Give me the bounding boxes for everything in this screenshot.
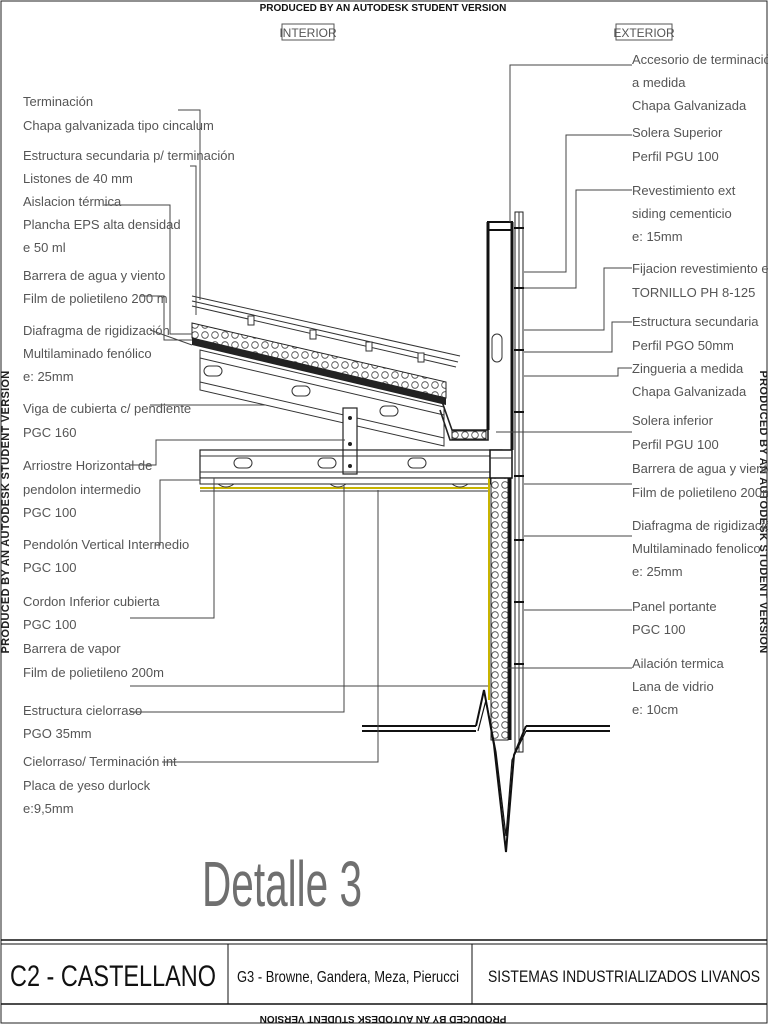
label-estructura-secundaria: Estructura secundaria p/ terminación Lis…	[23, 148, 238, 186]
label-panel-portante: Panel portante PGC 100	[632, 599, 720, 637]
stamp-right: PRODUCED BY AN AUTODESK STUDENT VERSION	[757, 370, 768, 653]
detail-title: Detalle 3	[202, 848, 362, 920]
label-zingueria: Zingueria a medida Chapa Galvanizada	[632, 361, 747, 399]
svg-text:EXTERIOR: EXTERIOR	[613, 26, 675, 40]
label-cordon-inferior: Cordon Inferior cubierta PGC 100	[23, 594, 163, 632]
label-barrera-vapor: Barrera de vapor Film de polietileno 200…	[23, 641, 164, 680]
label-accesorio-terminacion: Accesorio de terminación a medida Chapa …	[632, 52, 768, 113]
stamp-bottom: PRODUCED BY AN AUTODESK STUDENT VERSION	[260, 1013, 507, 1024]
label-diafragma-ext: Diafragma de rigidización Multilaminado …	[632, 518, 768, 579]
label-solera-superior: Solera Superior Perfil PGU 100	[632, 125, 726, 164]
label-aislacion-termica: Aislacion térmica Plancha EPS alta densi…	[23, 194, 184, 255]
right-labels: Accesorio de terminación a medida Chapa …	[632, 52, 768, 717]
title-block-subject: SISTEMAS INDUSTRIALIZADOS LIVANOS	[488, 967, 760, 986]
label-barrera-agua-viento-ext: Barrera de agua y viento Film de polieti…	[632, 461, 768, 500]
label-terminacion: Terminación Chapa galvanizada tipo cinca…	[23, 94, 214, 133]
title-block: C2 - CASTELLANO G3 - Browne, Gandera, Me…	[1, 939, 767, 1005]
svg-text:INTERIOR: INTERIOR	[279, 26, 337, 40]
label-barrera-agua-viento: Barrera de agua y viento Film de polieti…	[23, 268, 169, 306]
stamp-top: PRODUCED BY AN AUTODESK STUDENT VERSION	[260, 3, 507, 14]
section-drawing	[191, 211, 610, 853]
label-solera-inferior: Solera inferior Perfil PGU 100	[632, 413, 719, 452]
leader-lines	[104, 64, 632, 763]
label-estructura-cielorraso: Estructura cielorraso PGO 35mm	[23, 703, 146, 741]
label-revestimiento-ext: Revestimiento ext siding cementicio e: 1…	[632, 183, 739, 244]
label-cielorraso: Cielorraso/ Terminación int Placa de yes…	[23, 754, 180, 816]
stamp-left: PRODUCED BY AN AUTODESK STUDENT VERSION	[0, 370, 12, 653]
title-block-group: G3 - Browne, Gandera, Meza, Pierucci	[237, 969, 459, 986]
exterior-tag: EXTERIOR	[613, 23, 675, 41]
label-diafragma: Diafragma de rigidización Multilaminado …	[23, 323, 173, 384]
label-estructura-secundaria-ext: Estructura secundaria Perfil PGO 50mm	[632, 314, 762, 353]
label-viga-cubierta: Viga de cubierta c/ pendiente PGC 160	[23, 401, 195, 440]
label-arriostre: Arriostre Horizontal de pendolon interme…	[23, 458, 156, 520]
left-labels: Terminación Chapa galvanizada tipo cinca…	[23, 94, 238, 816]
interior-tag: INTERIOR	[279, 23, 337, 41]
label-fijacion-revestimiento: Fijacion revestimiento ext TORNILLO PH 8…	[632, 261, 768, 300]
title-block-project: C2 - CASTELLANO	[10, 960, 216, 993]
label-pendolon: Pendolón Vertical Intermedio PGC 100	[23, 537, 193, 575]
label-ailacion-termica: Ailación termica Lana de vidrio e: 10cm	[632, 656, 727, 717]
